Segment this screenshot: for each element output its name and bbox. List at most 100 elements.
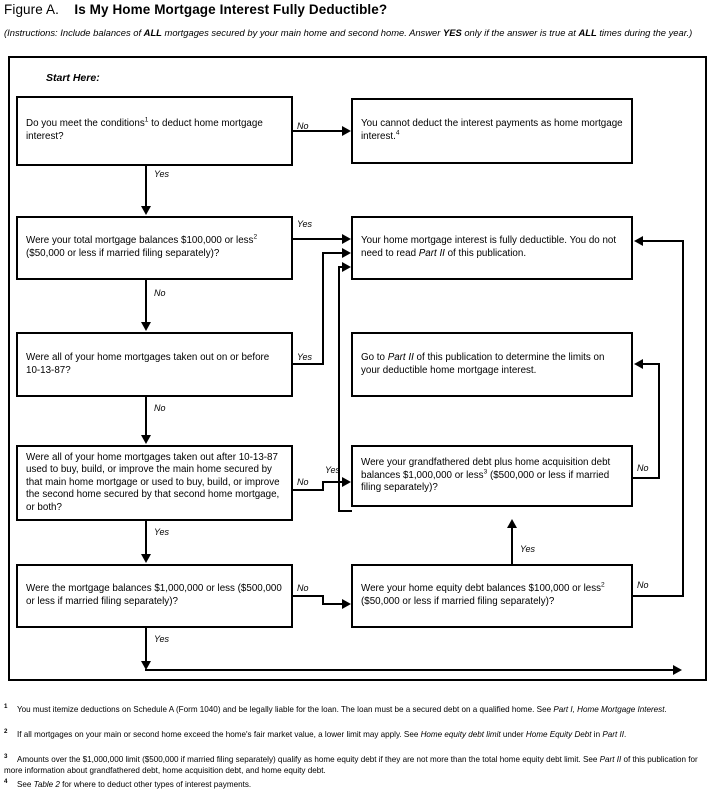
box-q4-text: Were all of your home mortgages taken ou… bbox=[26, 451, 280, 513]
box-r1-text-a: You cannot deduct the interest payments … bbox=[361, 118, 623, 142]
footnote-2-part-6: . bbox=[623, 730, 627, 739]
box-r2-part-ii-ref: Part II bbox=[418, 248, 445, 259]
edge-label-q6-yes: Yes bbox=[154, 634, 170, 644]
edge-q3-no-line bbox=[145, 397, 147, 437]
edge-q7-yes-line bbox=[511, 527, 513, 564]
box-q1-meet-conditions: Do you meet the conditions1 to deduct ho… bbox=[16, 96, 293, 166]
box-q7-text-b: ($50,000 or less if married filing separ… bbox=[361, 596, 555, 607]
box-q5-text: Were your grandfathered debt plus home a… bbox=[353, 457, 631, 495]
edge-label-q5-yes: Yes bbox=[325, 465, 341, 475]
edge-q6-yes-h bbox=[145, 669, 673, 671]
edge-q4-no-arrowhead bbox=[342, 477, 351, 487]
edge-q6-yes-arrowhead-right bbox=[673, 665, 682, 675]
box-q7-text-a: Were your home equity debt balances $100… bbox=[361, 583, 601, 595]
edge-label-q4-no: No bbox=[297, 477, 309, 487]
box-r3-text-b: of this publication to determine the lim… bbox=[361, 351, 605, 376]
footnote-1-part-2: . bbox=[664, 705, 667, 714]
box-q5-grandfathered-debt: Were your grandfathered debt plus home a… bbox=[351, 445, 633, 507]
box-q7-footnote-ref: 2 bbox=[601, 582, 605, 590]
edge-q3-no-arrowhead bbox=[141, 435, 151, 444]
edge-q3-yes-v bbox=[322, 253, 324, 365]
box-q5-text-a: Were your grandfathered debt plus home a… bbox=[361, 457, 611, 481]
footnote-4-part-0: See bbox=[17, 780, 34, 789]
edge-q4-no-h2 bbox=[322, 481, 342, 483]
box-r3-text-a: Go to bbox=[361, 351, 388, 363]
instructions-emph-yes: YES bbox=[442, 27, 462, 38]
edge-q5-yes-h-bottom bbox=[338, 510, 352, 512]
edge-q7-yes-arrowhead bbox=[507, 519, 517, 528]
footnote-2-part-2: under bbox=[500, 730, 526, 739]
footnote-2-part-0: If all mortgages on your main or second … bbox=[17, 730, 421, 739]
edge-q1-yes-arrowhead bbox=[141, 206, 151, 215]
edge-q2-yes-line bbox=[293, 238, 342, 240]
instructions-part-3: only if the answer is true at bbox=[461, 27, 579, 38]
instructions: (Instructions: Include balances of ALL m… bbox=[4, 26, 714, 40]
box-q7-home-equity-balances: Were your home equity debt balances $100… bbox=[351, 564, 633, 628]
box-q1-text-b: to deduct home mortgage interest? bbox=[26, 118, 263, 142]
box-q7-text: Were your home equity debt balances $100… bbox=[353, 582, 631, 608]
box-r2-text: Your home mortgage interest is fully ded… bbox=[353, 235, 631, 260]
edge-q5-no-h2 bbox=[643, 363, 660, 365]
box-q3-text: Were all of your home mortgages taken ou… bbox=[26, 351, 270, 376]
edge-label-q5-no: No bbox=[637, 463, 649, 473]
edge-q5-no-arrowhead bbox=[634, 359, 643, 369]
box-q2-text-a: Were your total mortgage balances $100,0… bbox=[26, 235, 254, 247]
box-q5-text-b: ($500,000 or less if married filing sepa… bbox=[361, 469, 610, 494]
box-r3-go-to-part-ii: Go to Part II of this publication to det… bbox=[351, 332, 633, 397]
figure-label: Figure A. bbox=[4, 2, 59, 17]
edge-label-q7-yes: Yes bbox=[520, 544, 536, 554]
edge-q6-no-v bbox=[322, 595, 324, 605]
edge-q1-no-line bbox=[293, 130, 342, 132]
edge-q5-no-v bbox=[658, 364, 660, 478]
box-q4-taken-after-1987: Were all of your home mortgages taken ou… bbox=[16, 445, 293, 521]
edge-q4-yes-line bbox=[145, 521, 147, 556]
edge-label-q2-no: No bbox=[154, 288, 166, 298]
footnote-1-part-0: You must itemize deductions on Schedule … bbox=[17, 705, 554, 714]
footnote-3-part-0: Amounts over the $1,000,000 limit ($500,… bbox=[17, 755, 600, 764]
figure-heading: Figure A. Is My Home Mortgage Interest F… bbox=[4, 2, 704, 17]
footnote-2-part-4: in bbox=[591, 730, 603, 739]
box-r3-part-ii-ref: Part II bbox=[387, 351, 414, 363]
footnote-2-part-1: Home equity debt limit bbox=[420, 730, 501, 739]
edge-q4-yes-arrowhead bbox=[141, 554, 151, 563]
edge-q4-no-h1 bbox=[293, 489, 324, 491]
edge-q7-no-h1 bbox=[633, 595, 684, 597]
footnote-4-part-1: Table 2 bbox=[33, 780, 60, 789]
box-q2-total-balances: Were your total mortgage balances $100,0… bbox=[16, 216, 293, 280]
figure-title: Is My Home Mortgage Interest Fully Deduc… bbox=[74, 2, 388, 17]
box-q6-mortgage-balances: Were the mortgage balances $1,000,000 or… bbox=[16, 564, 293, 628]
edge-q5-yes-arrowhead bbox=[342, 262, 351, 272]
edge-label-q3-yes: Yes bbox=[297, 352, 313, 362]
box-r3-text: Go to Part II of this publication to det… bbox=[353, 352, 631, 377]
footnote-4-part-2: for where to deduct other types of inter… bbox=[59, 780, 252, 789]
edge-q4-no-v bbox=[322, 482, 324, 491]
box-q2-text: Were your total mortgage balances $100,0… bbox=[18, 234, 291, 260]
instructions-emph-all-2: ALL bbox=[578, 27, 597, 38]
instructions-emph-all-1: ALL bbox=[143, 27, 162, 38]
box-r2-text-a: Your home mortgage interest is fully ded… bbox=[361, 235, 617, 259]
edge-q5-no-h1 bbox=[633, 477, 660, 479]
box-q1-text: Do you meet the conditions1 to deduct ho… bbox=[18, 117, 291, 143]
edge-q2-no-arrowhead bbox=[141, 322, 151, 331]
box-q6-text: Were the mortgage balances $1,000,000 or… bbox=[26, 583, 282, 607]
edge-q7-no-h2 bbox=[643, 240, 684, 242]
edge-q7-no-arrowhead bbox=[634, 236, 643, 246]
edge-label-q6-no: No bbox=[297, 583, 309, 593]
box-q2-footnote-ref: 2 bbox=[253, 234, 258, 242]
edge-q3-yes-h1 bbox=[293, 363, 324, 365]
edge-label-q1-no: No bbox=[297, 121, 309, 131]
instructions-part-4: times during the year.) bbox=[599, 27, 693, 38]
box-r2-text-b: of this publication. bbox=[444, 248, 527, 259]
box-q1-text-a: Do you meet the conditions bbox=[26, 118, 145, 130]
footnote-1-part-1: Part I, Home Mortgage Interest bbox=[553, 705, 665, 714]
box-q1-footnote-ref: 1 bbox=[144, 117, 149, 125]
edge-label-q3-no: No bbox=[154, 403, 166, 413]
box-r2-fully-deductible: Your home mortgage interest is fully ded… bbox=[351, 216, 633, 280]
edge-q3-yes-h2 bbox=[322, 252, 342, 254]
edge-q5-yes-v bbox=[338, 267, 340, 512]
edge-label-q2-yes: Yes bbox=[297, 219, 313, 229]
